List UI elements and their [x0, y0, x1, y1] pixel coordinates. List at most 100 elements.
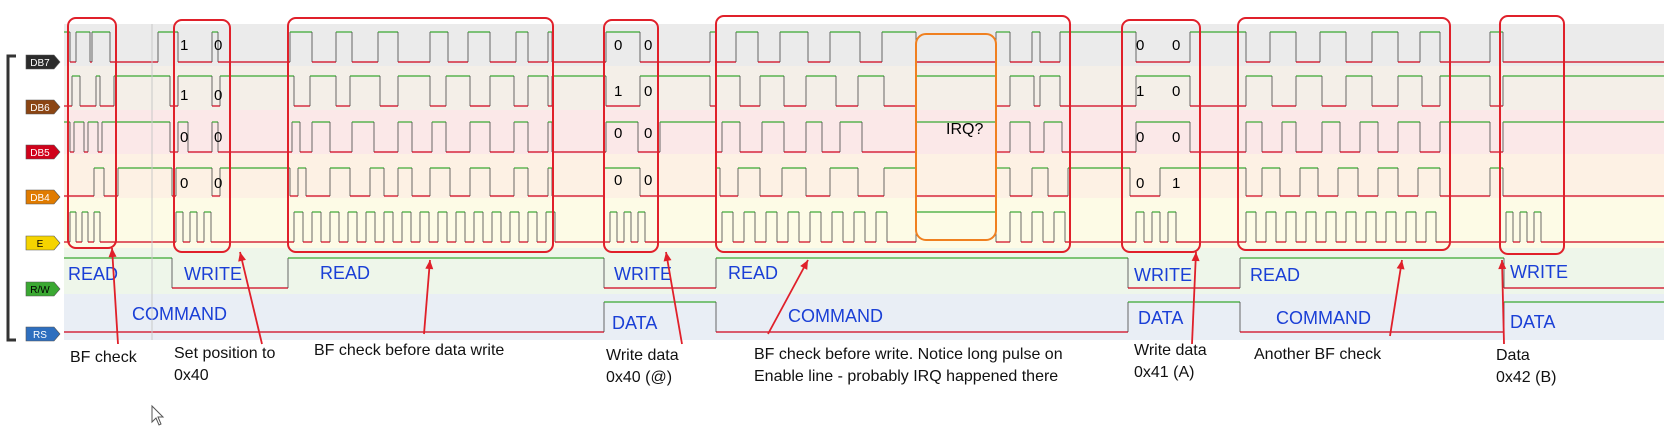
channel-tag-db4: DB4	[25, 189, 61, 205]
bit-digit: 0	[1172, 37, 1180, 54]
annotation-arrow-4	[663, 251, 683, 345]
row-bg-db6	[64, 66, 1664, 110]
bit-digit: 0	[1136, 175, 1144, 192]
note-7: Another BF check	[1254, 346, 1382, 363]
annotation-box-4	[603, 19, 659, 253]
annotation-arrow-1	[108, 247, 119, 345]
note-line: 0x41 (A)	[1134, 364, 1194, 381]
note-5: BF check before write. Notice long pulse…	[754, 346, 1063, 385]
mouse-cursor-icon	[151, 404, 165, 426]
rs-segment-label: DATA	[612, 313, 657, 333]
note-1: BF check	[70, 349, 138, 366]
annotation-boxes	[67, 15, 1565, 255]
annotation-arrow-2	[238, 251, 263, 345]
rw-segment-label: WRITE	[614, 264, 672, 284]
bit-digit: 0	[614, 125, 622, 142]
channel-name: DB6	[30, 103, 50, 114]
note-line: 0x40	[174, 367, 209, 384]
bit-digit: 1	[180, 87, 188, 104]
bit-digit: 0	[180, 175, 188, 192]
wave-e	[64, 211, 1664, 243]
annotation-box-5	[715, 15, 1071, 253]
note-line: BF check before data write	[314, 342, 504, 359]
channel-name: DB5	[30, 148, 50, 159]
rw-segment-label: WRITE	[1510, 262, 1568, 282]
bit-digit: 0	[214, 129, 222, 146]
segment-labels: READ WRITE READ WRITE READ WRITE READ WRITE COMM…	[68, 262, 1568, 333]
bit-digit: 1	[1172, 175, 1180, 192]
wave-db4	[64, 167, 1664, 197]
bit-digit: 0	[644, 172, 652, 189]
channel-name: E	[37, 239, 44, 250]
channel-name: RS	[33, 330, 47, 341]
rw-segment-label: READ	[1250, 265, 1300, 285]
annotation-arrow-6	[1191, 251, 1200, 345]
rs-segment-label: DATA	[1510, 312, 1555, 332]
note-line: BF check	[70, 349, 138, 366]
rw-segment-label: READ	[320, 263, 370, 283]
rs-segment-label: COMMAND	[1276, 308, 1371, 328]
note-3: BF check before data write	[314, 342, 504, 359]
channel-name: R/W	[30, 285, 50, 296]
channel-name: DB4	[30, 193, 50, 204]
wave-db5	[64, 121, 1664, 153]
annotation-arrow-5	[767, 259, 809, 335]
bit-digit: 1	[614, 83, 622, 100]
rw-segment-label: WRITE	[184, 264, 242, 284]
annotation-box-7	[1237, 17, 1451, 251]
row-bg-db5	[64, 110, 1664, 154]
annotation-arrow-8	[1498, 259, 1507, 345]
channel-group-bracket	[6, 54, 16, 342]
rs-segment-label: COMMAND	[132, 304, 227, 324]
annotation-box-2	[173, 19, 231, 253]
annotation-arrows	[108, 247, 1507, 345]
note-line: Enable line - probably IRQ happened ther…	[754, 368, 1058, 385]
bit-digit: 0	[1136, 37, 1144, 54]
note-line: 0x40 (@)	[606, 369, 672, 386]
bit-digit: 0	[214, 175, 222, 192]
annotation-box-1	[67, 17, 117, 249]
bit-digit: 0	[1172, 129, 1180, 146]
row-bg-rw	[64, 248, 1664, 294]
waveforms	[64, 31, 1664, 333]
rs-segment-label: DATA	[1138, 308, 1183, 328]
bit-digit: 0	[214, 87, 222, 104]
rw-segment-label: READ	[728, 263, 778, 283]
irq-label: IRQ?	[946, 121, 983, 138]
bit-digit: 0	[1136, 129, 1144, 146]
bit-digit: 0	[644, 125, 652, 142]
channel-tag-db7: DB7	[25, 54, 61, 70]
irq-box	[915, 33, 997, 241]
row-bg-e	[64, 198, 1664, 248]
channel-tag-rw: R/W	[25, 281, 61, 297]
wave-rs	[64, 301, 1664, 333]
rw-segment-label: READ	[68, 264, 118, 284]
bit-digit: 0	[614, 172, 622, 189]
bit-digit: 0	[644, 37, 652, 54]
rw-segment-label: WRITE	[1134, 265, 1192, 285]
note-line: Another BF check	[1254, 346, 1382, 363]
annotation-arrow-7	[1389, 259, 1405, 337]
annotation-arrow-3	[423, 259, 434, 335]
bit-digit: 0	[644, 83, 652, 100]
note-line: 0x42 (B)	[1496, 369, 1556, 386]
wave-db6	[64, 75, 1664, 107]
annotation-box-6	[1121, 19, 1201, 253]
channel-tag-rs: RS	[25, 326, 61, 342]
channel-tag-db6: DB6	[25, 99, 61, 115]
note-line: Write data	[1134, 342, 1207, 359]
channel-tag-e: E	[25, 235, 61, 251]
annotation-box-3	[287, 17, 554, 253]
note-6: Write data 0x41 (A)	[1134, 342, 1207, 381]
note-line: BF check before write. Notice long pulse…	[754, 346, 1063, 363]
bit-digit: 0	[1172, 83, 1180, 100]
wave-rw	[64, 257, 1664, 289]
channel-tag-db5: DB5	[25, 144, 61, 160]
